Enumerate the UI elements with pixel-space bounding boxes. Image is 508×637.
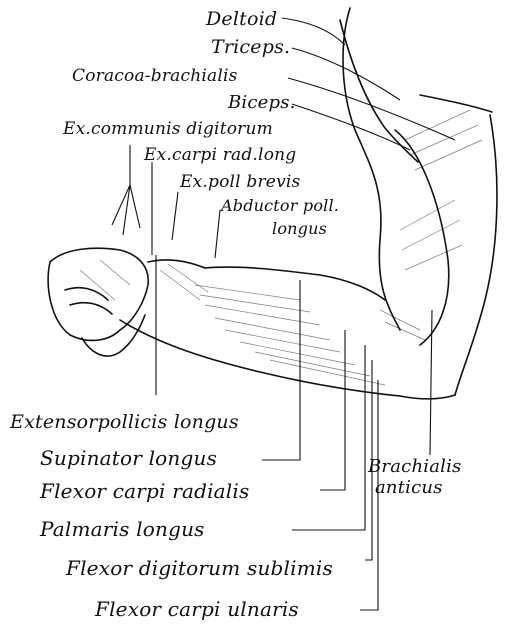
label-triceps: Triceps.	[211, 38, 290, 57]
label-coracobrachialis: Coracoa-brachialis	[72, 68, 238, 85]
label-supinator-longus: Supinator longus	[40, 448, 217, 468]
label-ex-carpi-rad-long: Ex.carpi rad.long	[144, 147, 296, 164]
label-ex-poll-brevis: Ex.poll brevis	[180, 174, 300, 191]
label-biceps: Biceps.	[228, 94, 296, 112]
fist-outline	[48, 248, 148, 340]
elbow-curve	[400, 395, 455, 399]
label-abductor-longus: longus	[272, 221, 327, 237]
label-abductor-poll: Abductor poll.	[221, 198, 339, 214]
forearm-top-outline	[205, 267, 385, 300]
label-flexor-digitorum-sublimis: Flexor digitorum sublimis	[66, 558, 333, 578]
label-palmaris-longus: Palmaris longus	[40, 519, 205, 539]
biceps-edge	[395, 130, 449, 345]
shoulder-top	[420, 95, 492, 112]
upper-arm-back-outline	[455, 115, 497, 395]
label-flexor-carpi-ulnaris: Flexor carpi ulnaris	[95, 599, 299, 619]
label-brachialis: Brachialis	[368, 458, 461, 476]
label-anticus: anticus	[375, 479, 443, 497]
upper-arm-outline	[343, 8, 400, 330]
label-ex-communis-digitorum: Ex.communis digitorum	[63, 121, 273, 138]
label-deltoid: Deltoid	[206, 10, 277, 29]
forearm-bottom-outline	[120, 320, 400, 396]
label-flexor-carpi-radialis: Flexor carpi radialis	[40, 481, 249, 501]
label-extensor-pollicis-longus: Extensorpollicis longus	[10, 413, 239, 432]
